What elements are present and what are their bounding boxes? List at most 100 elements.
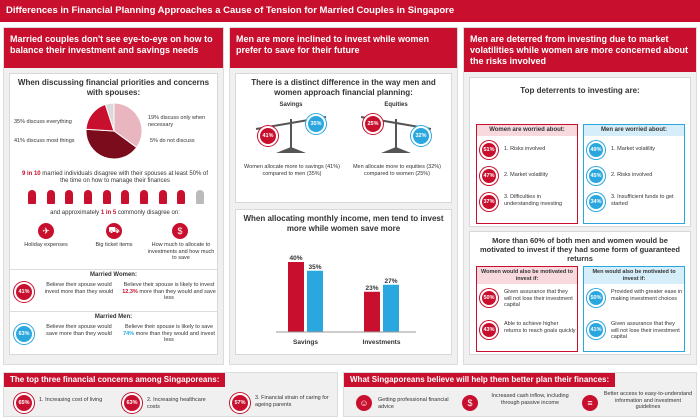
women-right-text: Believe their spouse is likely to invest… xyxy=(122,282,216,301)
category-label: Investments xyxy=(363,339,401,346)
men-left-text: Believe their spouse would save more tha… xyxy=(46,324,112,337)
airplane-icon: ✈ xyxy=(38,223,54,239)
allocation-card: When allocating monthly income, men tend… xyxy=(235,209,452,355)
column-invest-save: Men are more inclined to invest while wo… xyxy=(229,27,458,365)
concern-pct: 63% xyxy=(122,393,142,413)
worry-text: 2. Risks involved xyxy=(611,172,653,178)
men-right-text: Believe their spouse is likely to save 7… xyxy=(123,324,215,343)
couples-card: When discussing financial priorities and… xyxy=(9,73,218,355)
bar-investments-1 xyxy=(383,284,399,332)
equities-label: Equities xyxy=(384,102,408,108)
column-deterrents: Men are deterred from investing due to m… xyxy=(463,27,697,365)
concern-pct: 65% xyxy=(14,393,34,413)
bar-value-label: 27% xyxy=(384,278,397,285)
worry-pct: 37% xyxy=(480,193,498,211)
disagree-topics-stat: and approximately 1 in 5 commonly disagr… xyxy=(50,210,180,216)
worry-text: 1. Risks involved xyxy=(504,146,546,152)
equities-women-badge: 25% xyxy=(363,114,383,134)
motivation-pct: 50% xyxy=(587,289,605,307)
person-icon xyxy=(46,190,55,204)
pie-label-none: 5% do not discuss xyxy=(150,138,195,144)
approach-card: There is a distinct difference in the wa… xyxy=(235,73,452,203)
bar-value-label: 23% xyxy=(365,285,378,292)
women-pct-badge: 41% xyxy=(14,282,34,302)
topic-allocation: How much to allocate to investments and … xyxy=(147,242,215,261)
card-title: Top deterrents to investing are: xyxy=(520,86,640,95)
worry-pct: 51% xyxy=(480,141,498,159)
person-icon xyxy=(158,190,167,204)
category-label: Savings xyxy=(293,339,318,346)
equities-men-badge: 32% xyxy=(411,126,431,146)
advisor-icon: ☺ xyxy=(356,395,372,411)
men-worries-head: Men are worried about: xyxy=(584,125,684,136)
worry-pct: 45% xyxy=(587,167,605,185)
bar-value-label: 35% xyxy=(308,264,321,271)
helpers-heading: What Singaporeans believe will help them… xyxy=(344,373,616,387)
person-icon xyxy=(83,190,92,204)
card-title: More than 60% of both men and women woul… xyxy=(479,236,681,263)
married-women-label: Married Women: xyxy=(90,272,137,278)
person-icon xyxy=(195,190,204,204)
bar-value-label: 40% xyxy=(289,255,302,262)
motivation-pct: 43% xyxy=(480,321,498,339)
pie-slice-most xyxy=(85,128,138,160)
cash-inflow-icon: $ xyxy=(462,395,478,411)
card-title: There is a distinct difference in the wa… xyxy=(251,78,436,97)
pie-label-necessary: 19% discuss only when necessary xyxy=(148,115,206,128)
savings-women-badge: 41% xyxy=(258,126,278,146)
concern-text: 1. Increasing cost of living xyxy=(39,397,103,403)
motivation-card: More than 60% of both men and women woul… xyxy=(469,231,691,355)
column-couples: Married couples don't see eye-to-eye on … xyxy=(3,27,224,365)
planning-helpers: What Singaporeans believe will help them… xyxy=(343,372,697,417)
deterrents-card: Top deterrents to investing are: Women a… xyxy=(469,77,691,227)
money-icon: $ xyxy=(172,223,188,239)
motivation-text: Given assurance that they will not lose … xyxy=(611,321,680,340)
motivation-pct: 41% xyxy=(587,321,605,339)
bar-savings-1 xyxy=(307,270,323,332)
savings-men-badge: 35% xyxy=(306,114,326,134)
pie-label-everything: 35% discuss everything xyxy=(14,119,72,125)
motivation-text: Given assurance that they will not lose … xyxy=(504,289,573,308)
discussion-pie-chart xyxy=(85,102,143,160)
motivation-text: Able to achieve higher returns to reach … xyxy=(504,321,576,334)
women-worries: Women are worried about: 51% 1. Risks in… xyxy=(476,124,578,224)
women-motivation-head: Women would also be motivated to invest … xyxy=(477,267,577,284)
men-pct-badge: 63% xyxy=(14,324,34,344)
savings-text: Women allocate more to savings (41%) com… xyxy=(244,164,340,177)
married-women-section: Married Women: 41% Believe their spouse … xyxy=(10,269,217,309)
bar-investments-0 xyxy=(364,291,380,332)
person-icon xyxy=(102,190,111,204)
person-icon xyxy=(65,190,74,204)
men-worries: Men are worried about: 49% 1. Market vol… xyxy=(583,124,685,224)
worry-pct: 49% xyxy=(587,141,605,159)
women-left-text: Believe their spouse would invest more t… xyxy=(44,282,114,295)
people-row xyxy=(28,190,204,204)
worry-pct: 34% xyxy=(587,193,605,211)
card-title: When discussing financial priorities and… xyxy=(17,78,210,97)
person-icon xyxy=(177,190,186,204)
card-title: When allocating monthly income, men tend… xyxy=(243,214,444,233)
financial-concerns: The top three financial concerns among S… xyxy=(3,372,338,417)
disagree-stat: 9 in 10 married individuals disagree wit… xyxy=(21,171,209,184)
person-icon xyxy=(28,190,36,204)
women-motivation: Women would also be motivated to invest … xyxy=(476,266,578,352)
savings-label: Savings xyxy=(279,102,303,108)
worry-text: 3. Insufficient funds to get started xyxy=(611,194,674,207)
helper-text: Getting professional financial advice xyxy=(378,397,449,410)
car-icon: ⛟ xyxy=(106,223,122,239)
page-title: Differences in Financial Planning Approa… xyxy=(0,0,700,22)
worry-pct: 47% xyxy=(480,167,498,185)
motivation-text: Provided with greater ease in making inv… xyxy=(611,289,683,302)
concern-pct: 57% xyxy=(230,393,250,413)
motivation-pct: 50% xyxy=(480,289,498,307)
married-men-label: Married Men: xyxy=(94,314,133,320)
concerns-heading: The top three financial concerns among S… xyxy=(4,373,226,387)
column-heading: Men are more inclined to invest while wo… xyxy=(230,28,457,68)
column-heading: Men are deterred from investing due to m… xyxy=(464,28,696,72)
married-men-section: Married Men: 63% Believe their spouse wo… xyxy=(10,311,217,353)
pie-slice-everything xyxy=(113,102,143,149)
allocation-bar-chart: 40% 35% Savings 23% 27% Investments xyxy=(276,255,416,346)
concern-text: 2. Increasing healthcare costs xyxy=(147,397,206,410)
pie-label-most: 41% discuss most things xyxy=(14,138,75,144)
